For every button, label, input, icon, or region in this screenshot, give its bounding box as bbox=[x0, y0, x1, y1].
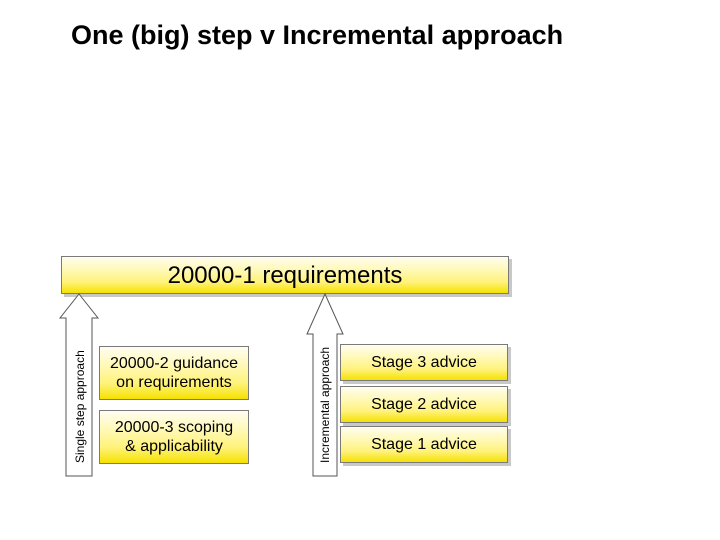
incremental-arrow bbox=[306, 292, 344, 477]
stage-3-box: Stage 3 advice bbox=[340, 344, 508, 381]
guidance-label-line2: on requirements bbox=[116, 374, 232, 391]
single-step-label: Single step approach bbox=[73, 350, 87, 463]
scoping-label-line2: & applicability bbox=[125, 438, 223, 455]
stage-1-label: Stage 1 advice bbox=[371, 435, 477, 453]
stage-2-box: Stage 2 advice bbox=[340, 386, 508, 423]
single-step-arrow bbox=[58, 293, 100, 477]
stage-3-label: Stage 3 advice bbox=[371, 353, 477, 371]
stage-2-label: Stage 2 advice bbox=[371, 395, 477, 413]
requirements-label: 20000-1 requirements bbox=[167, 262, 403, 289]
guidance-label-line1: 20000-2 guidance bbox=[109, 355, 239, 372]
requirements-box: 20000-1 requirements bbox=[61, 256, 509, 294]
stage-1-box: Stage 1 advice bbox=[340, 426, 508, 463]
guidance-box: 20000-2 guidance on requirements bbox=[99, 346, 249, 400]
slide-title: One (big) step v Incremental approach bbox=[71, 20, 564, 50]
incremental-label: Incremental approach bbox=[318, 346, 332, 463]
scoping-box: 20000-3 scoping & applicability bbox=[99, 410, 249, 464]
scoping-label-line1: 20000-3 scoping bbox=[114, 419, 234, 436]
